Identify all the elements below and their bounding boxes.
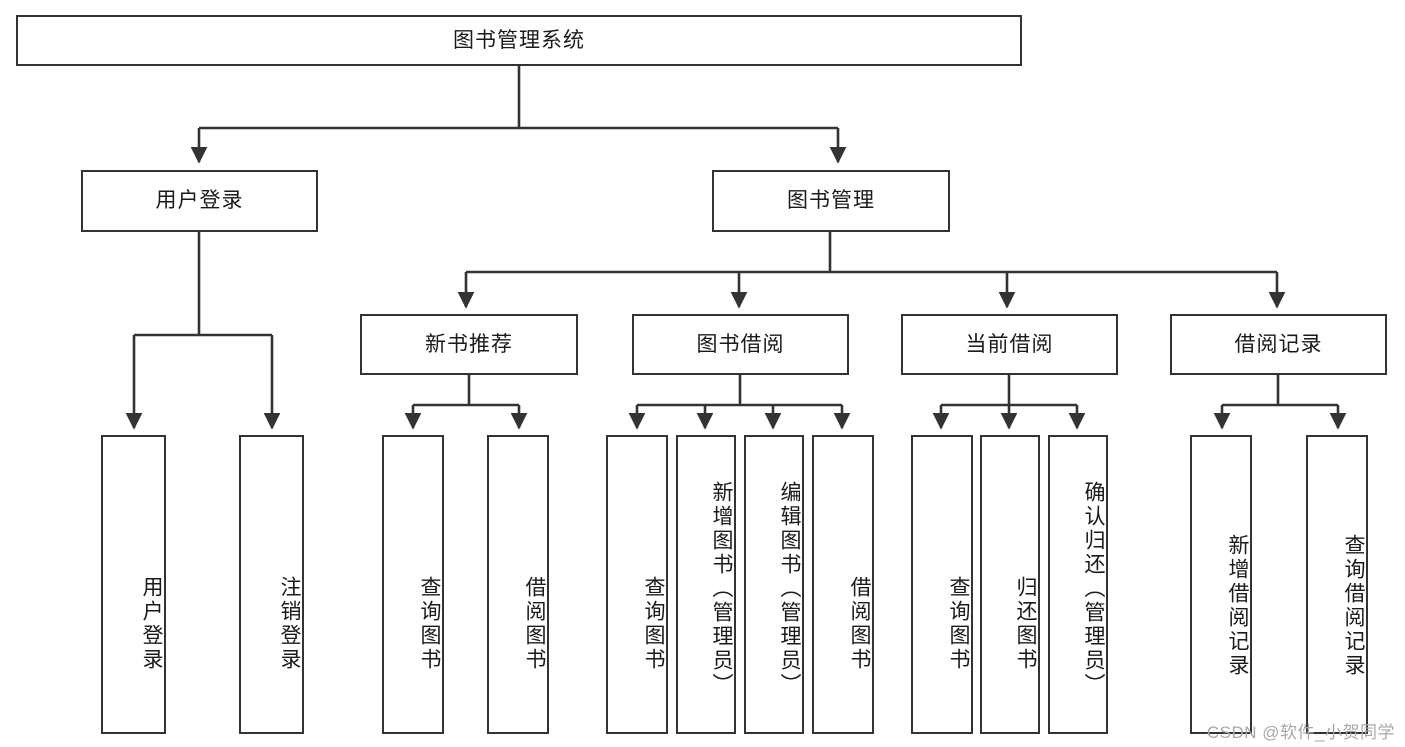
leaf-logout[interactable]: 注销登录 bbox=[239, 435, 304, 734]
node-label: 借阅图书 bbox=[523, 575, 546, 672]
node-label: 图书借阅 bbox=[696, 332, 785, 356]
node-label: 新增图书（管理员） bbox=[710, 480, 733, 697]
watermark-text: CSDN @软件_小贺同学 bbox=[1206, 723, 1395, 742]
node-label: 注销登录 bbox=[278, 575, 301, 672]
node-book-borrow[interactable]: 图书借阅 bbox=[632, 314, 849, 375]
node-label: 编辑图书（管理员） bbox=[778, 480, 801, 697]
node-label: 借阅记录 bbox=[1234, 332, 1323, 356]
node-label: 归还图书 bbox=[1014, 575, 1037, 672]
leaf-query-borrow-record[interactable]: 查询借阅记录 bbox=[1306, 435, 1368, 734]
leaf-edit-book-admin[interactable]: 编辑图书（管理员） bbox=[744, 435, 804, 734]
leaf-query-book-current[interactable]: 查询图书 bbox=[911, 435, 973, 734]
node-label: 当前借阅 bbox=[965, 332, 1054, 356]
node-label: 查询图书 bbox=[418, 575, 441, 672]
leaf-query-book-recommend[interactable]: 查询图书 bbox=[382, 435, 444, 734]
node-new-book-recommend[interactable]: 新书推荐 bbox=[360, 314, 578, 375]
leaf-add-book-admin[interactable]: 新增图书（管理员） bbox=[676, 435, 736, 734]
node-label: 新增借阅记录 bbox=[1226, 533, 1249, 678]
node-label: 新书推荐 bbox=[425, 332, 513, 356]
leaf-borrow-book-recommend[interactable]: 借阅图书 bbox=[487, 435, 549, 734]
node-label: 确认归还（管理员） bbox=[1082, 480, 1105, 697]
leaf-confirm-return-admin[interactable]: 确认归还（管理员） bbox=[1048, 435, 1108, 734]
node-borrow-record[interactable]: 借阅记录 bbox=[1170, 314, 1387, 375]
node-label: 查询借阅记录 bbox=[1342, 533, 1365, 678]
node-label: 查询图书 bbox=[642, 575, 665, 672]
node-user-login[interactable]: 用户登录 bbox=[81, 170, 318, 232]
node-label: 图书管理 bbox=[787, 189, 875, 213]
leaf-borrow-book[interactable]: 借阅图书 bbox=[812, 435, 874, 734]
node-label: 用户登录 bbox=[155, 189, 244, 213]
node-label: 借阅图书 bbox=[848, 575, 871, 672]
node-label: 图书管理系统 bbox=[453, 28, 585, 52]
leaf-query-book-borrow[interactable]: 查询图书 bbox=[606, 435, 668, 734]
leaf-add-borrow-record[interactable]: 新增借阅记录 bbox=[1190, 435, 1252, 734]
leaf-return-book[interactable]: 归还图书 bbox=[980, 435, 1040, 734]
node-root-system[interactable]: 图书管理系统 bbox=[16, 15, 1022, 66]
node-book-management[interactable]: 图书管理 bbox=[712, 170, 950, 232]
node-current-borrow[interactable]: 当前借阅 bbox=[901, 314, 1118, 375]
node-label: 查询图书 bbox=[947, 575, 970, 672]
node-label: 用户登录 bbox=[140, 575, 163, 672]
leaf-user-login[interactable]: 用户登录 bbox=[101, 435, 166, 734]
